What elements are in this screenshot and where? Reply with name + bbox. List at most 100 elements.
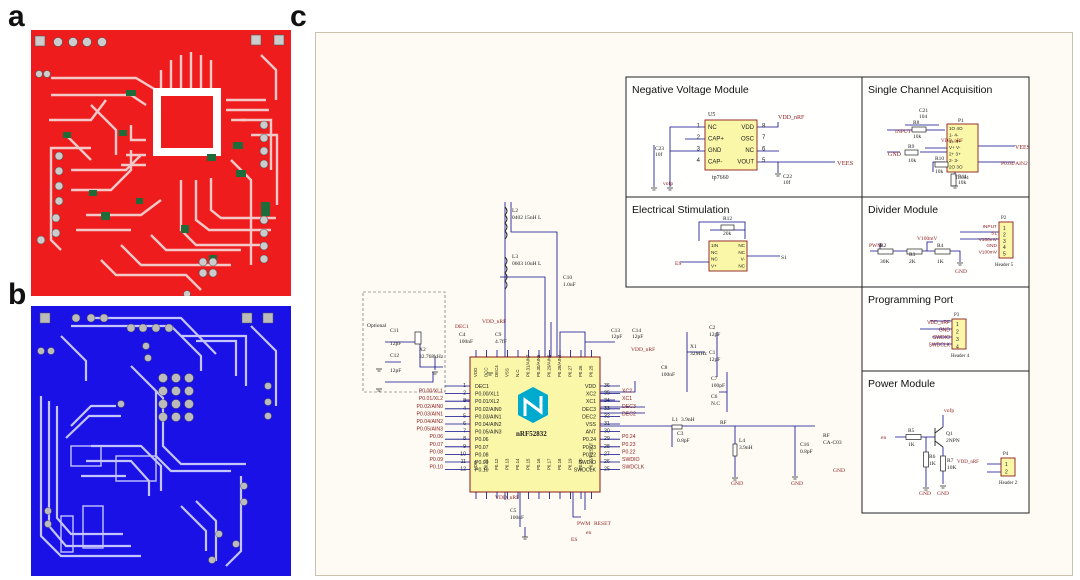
sca-c21: C21 (919, 108, 928, 114)
mcu-net-label: P0.06 (429, 434, 443, 440)
mcu-c5v: 100nF (510, 515, 524, 521)
div-net-label: GND (986, 243, 997, 249)
neg-pin-name: VOUT (737, 160, 754, 166)
mcu-dec1: DEC1 (455, 324, 469, 330)
es-pin-name: V- (741, 257, 746, 262)
mcu-bottom-pin-name: P0.20 (578, 458, 583, 470)
div-gnd: GND (955, 269, 967, 275)
neg-pin-number: 4 (697, 158, 701, 164)
mcu-c6v: N.C (711, 401, 720, 407)
mcu-vdd3: VDD_nRF (495, 495, 519, 501)
mcu-vdd2: VDD_nRF (631, 347, 655, 353)
mcu-c1: C1 (709, 350, 716, 356)
mcu-pwm: PWM (577, 521, 590, 527)
mcu-pin-name: SWDCLK (574, 468, 597, 474)
div-net-label: V100mV (979, 250, 998, 256)
mcu-reset: RESET (594, 521, 611, 527)
mcu-c2: C2 (709, 325, 716, 331)
panel-label-b: b (8, 278, 27, 311)
mcu-part: nRF52832 (516, 430, 547, 438)
mcu-x1v: 32MHz (690, 351, 707, 357)
sca-ic-tl084 (946, 123, 979, 173)
mcu-net-label: P0.04/AIN2 (416, 419, 443, 425)
module-title-programming-port: Programming Port (868, 294, 953, 306)
mcu-c14: C14 (632, 328, 641, 334)
mcu-pin-name: VSS (586, 422, 597, 428)
sca-r8v: 10k (913, 134, 922, 140)
mcu-l1: L1 (672, 417, 678, 423)
mcu-top-pin-name: DEC4 (494, 365, 499, 377)
pow-header-pins: 12 (1005, 462, 1008, 476)
mcu-top-pin-name: P0.30/AIN6 (536, 354, 541, 377)
sca-pin-name: V+ V- (949, 145, 961, 150)
prog-net-label: GND (939, 328, 951, 334)
prog-hdr-name: Header 4 (951, 354, 970, 359)
mcu-net-label: DEC2 (622, 411, 636, 417)
mcu-l3: L3 (512, 254, 518, 260)
sca-pin-name: 2+ 3+ (949, 152, 961, 157)
mcu-c16: C16 (800, 442, 809, 448)
mcu-c13: C13 (611, 328, 620, 334)
mcu-net-label: SWDIO (622, 457, 640, 463)
mcu-c4v: 100nF (459, 339, 473, 345)
mcu-x2v: 32.768kHz (419, 354, 444, 360)
panel-label-a: a (8, 0, 25, 33)
mcu-pin-name: SWDIO (578, 460, 596, 466)
mcu-top-pin-name: P0.29/AIN5 (547, 354, 552, 377)
mcu-net-label: P0.02/AIN0 (416, 404, 443, 410)
mcu-c8v: 100nF (661, 372, 675, 378)
pow-r5: R5 (908, 428, 915, 434)
sca-r11: R11 (958, 174, 967, 180)
div-r4: R4 (937, 243, 944, 249)
mcu-c14v: 12pF (632, 334, 643, 340)
mcu-net-label: P0.10 (429, 465, 443, 471)
mcu-top-pin-name: P0.27 (568, 365, 573, 377)
mcu-c12v: 12pF (390, 368, 401, 374)
sca-pin-name: 2- 3- (949, 158, 959, 163)
div-r2: R2 (880, 243, 887, 249)
div-hdr-ref: P2 (1001, 216, 1007, 221)
mcu-net-label: P0.09 (429, 457, 443, 463)
prog-net-label: SWDIO (933, 335, 950, 341)
module-title-negative-voltage: Negative Voltage Module (632, 84, 749, 96)
mcu-bottom-pin-name: P0.14 (515, 458, 520, 470)
mcu-bottom-pin-name: P0.19 (568, 458, 573, 470)
prog-header-pin: 4 (956, 345, 959, 351)
sca-input: INPUT (895, 129, 912, 135)
pow-gnd-1: GND (919, 491, 931, 497)
mcu-net-label: DEC3 (622, 404, 636, 410)
div-hdr-name: Header 5 (995, 263, 1014, 268)
mcu-bottom-pin-name: VDD (473, 461, 478, 470)
div-header-pin: 5 (1003, 252, 1006, 258)
mcu-pin-name: P0.02/AIN0 (475, 407, 502, 413)
es-r12: R12 (723, 216, 732, 222)
prog-header-pin: 3 (956, 337, 959, 343)
mcu-l1v: 3.9nH (681, 417, 695, 423)
prog-hdr-ref: P3 (954, 313, 960, 318)
pow-r5v: 1K (908, 442, 915, 448)
mcu-c9: C9 (495, 332, 502, 338)
schematic: Negative Voltage Module Single Channel A… (315, 32, 1073, 576)
es-r12v: 20k (723, 231, 732, 237)
neg-pin-number: 3 (697, 147, 701, 153)
sca-ic-pins: 1O 4O1- 4-1+ 4+V+ V-2+ 3+2- 3-2O 3O (949, 126, 963, 169)
mcu-pin-name: DEC3 (582, 407, 596, 413)
sca-ic-ref: P1 (958, 118, 964, 124)
pow-hdr-ref: P4 (1003, 452, 1009, 457)
mcu-pin-name: XC1 (586, 399, 596, 405)
mcu-net-label: XC1 (622, 396, 632, 402)
mcu-c10v: 1.0uF (563, 282, 576, 288)
mcu-body (469, 356, 601, 493)
pcb-top-layer (31, 30, 291, 296)
neg-part: tp7660 (712, 175, 729, 181)
mcu-pin-name: XC2 (586, 392, 596, 398)
mcu-c7v: 100pF (711, 383, 725, 389)
es-pin-name: NC (738, 250, 745, 255)
sca-pin-name: 1O 4O (949, 126, 963, 131)
sca-r9: R9 (908, 144, 915, 150)
mcu-pin-name: P0.00/XL1 (475, 392, 499, 398)
